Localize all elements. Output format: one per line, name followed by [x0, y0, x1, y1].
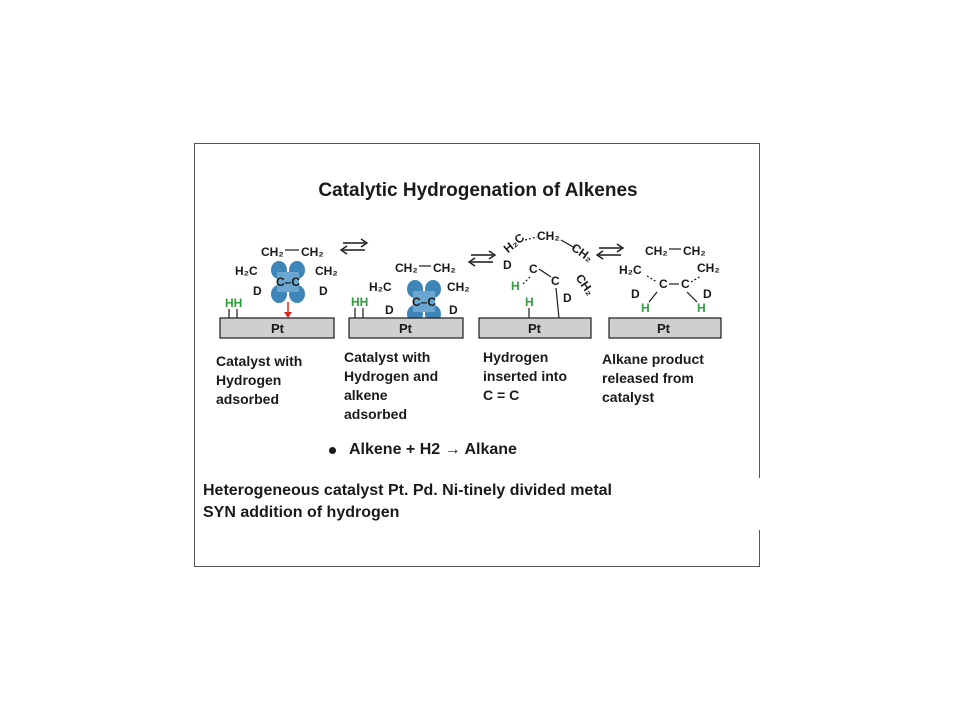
stage-2-cc: C–C	[412, 295, 436, 309]
stage-3-h-bound: H	[525, 295, 534, 309]
stage-1-caption: Catalyst with Hydrogen adsorbed	[216, 352, 302, 409]
stage-1-catalyst-surface	[219, 317, 335, 339]
slide-frame: Catalytic Hydrogenation of Alkenes CH₂ C…	[194, 143, 761, 567]
stage-3-caption-line-1: Hydrogen	[483, 349, 549, 365]
stage-1-orbital	[271, 261, 305, 303]
hydrogenation-scheme: CH₂ CH₂ H₂C CH₂ C–C D D HH Pt	[219, 229, 722, 339]
stage-3-d-left: D	[503, 258, 512, 272]
stage-1-d-left: D	[253, 284, 262, 298]
stage-1-cc: C–C	[276, 275, 300, 289]
reaction-equation: Alkene + H2 → Alkane	[349, 441, 517, 458]
stage-3-caption-line-2: inserted into	[483, 368, 568, 384]
equilibrium-arrow-3	[595, 243, 625, 260]
stage-3-ch2-right: CH₂	[569, 241, 596, 265]
stage-2-ch2-right: CH₂	[433, 261, 456, 275]
stage-3-h2c: H₂C	[501, 230, 528, 256]
stage-4-h-left: H	[641, 301, 650, 315]
note-syn-addition: SYN addition of hydrogen	[203, 504, 400, 521]
stage-3-diagram: H₂C CH₂ CH₂ D C C CH₂ D H H Pt	[478, 229, 597, 339]
stage-4-d-right: D	[703, 287, 712, 301]
stage-3-h-green: H	[511, 279, 520, 293]
stage-2-catalyst-surface	[348, 317, 464, 339]
stage-2-ch2-left: CH₂	[395, 261, 418, 275]
stage-4-c-left: C	[659, 277, 668, 291]
stage-2-d-left: D	[385, 303, 394, 317]
stage-4-caption-line-1: Alkane product	[602, 351, 704, 367]
stage-3-caption-line-3: C = C	[483, 387, 520, 403]
stage-4-h-right: H	[697, 301, 706, 315]
stage-3-catalyst-surface	[478, 317, 592, 339]
stage-4-catalyst-surface	[608, 317, 722, 339]
stage-4-caption-line-2: released from	[602, 370, 694, 386]
stage-4-ch2-side: CH₂	[697, 261, 720, 275]
stage-2-ch2-side: CH₂	[447, 280, 470, 294]
stage-3-ch2-top: CH₂	[537, 229, 560, 243]
stage-1-caption-line-2: Hydrogen	[216, 372, 282, 388]
stage-1-d-right: D	[319, 284, 328, 298]
slide-title: Catalytic Hydrogenation of Alkenes	[318, 180, 638, 201]
stage-4-ch2-left: CH₂	[645, 244, 668, 258]
stage-2-caption-line-3: alkene	[344, 387, 388, 403]
stage-1-adsorbed-h: HH	[225, 296, 242, 310]
stage-2-d-right: D	[449, 303, 458, 317]
stage-2-diagram: CH₂ CH₂ H₂C CH₂ C–C D D HH Pt	[348, 261, 470, 339]
note-catalyst: Heterogeneous catalyst Pt. Pd. Ni-tinely…	[203, 482, 612, 499]
stage-4-diagram: CH₂ CH₂ H₂C CH₂ C C D D H H Pt	[608, 244, 722, 339]
notes-panel: Heterogeneous catalyst Pt. Pd. Ni-tinely…	[195, 478, 761, 530]
equilibrium-arrow-2	[467, 250, 497, 267]
stage-1-caption-line-3: adsorbed	[216, 391, 280, 407]
stage-4-ch2-right: CH₂	[683, 244, 706, 258]
stage-1-ch2-left: CH₂	[261, 245, 284, 259]
stage-2-caption-line-4: adsorbed	[344, 406, 408, 422]
stage-1-catalyst-label: Pt	[271, 321, 285, 336]
stage-4-caption-line-3: catalyst	[602, 389, 655, 405]
stage-3-ch2-low: CH₂	[573, 271, 597, 298]
stage-4-d-left: D	[631, 287, 640, 301]
stage-3-c-right: C	[551, 274, 560, 288]
equilibrium-arrow-1	[339, 238, 369, 255]
stage-2-h2c: H₂C	[369, 280, 392, 294]
stage-4-catalyst-label: Pt	[657, 321, 671, 336]
stage-1-h2c: H₂C	[235, 264, 258, 278]
stage-3-catalyst-label: Pt	[528, 321, 542, 336]
stage-1-ch2-right: CH₂	[301, 245, 324, 259]
stage-2-adsorbed-h: HH	[351, 295, 368, 309]
stage-2-catalyst-label: Pt	[399, 321, 413, 336]
stage-1-ch2-side: CH₂	[315, 264, 338, 278]
stage-4-h2c: H₂C	[619, 263, 642, 277]
stage-2-caption: Catalyst with Hydrogen and alkene adsorb…	[344, 348, 438, 424]
stage-4-c-right: C	[681, 277, 690, 291]
stage-3-d-right: D	[563, 291, 572, 305]
stage-2-caption-line-2: Hydrogen and	[344, 368, 439, 384]
equation-bullet	[329, 447, 336, 454]
stage-4-caption: Alkane product released from catalyst	[602, 350, 704, 407]
stage-1-diagram: CH₂ CH₂ H₂C CH₂ C–C D D HH Pt	[219, 245, 338, 339]
stage-3-c-left: C	[529, 262, 538, 276]
stage-1-caption-line-1: Catalyst with	[216, 353, 303, 369]
stage-3-caption: Hydrogen inserted into C = C	[483, 348, 567, 405]
stage-2-caption-line-1: Catalyst with	[344, 349, 431, 365]
